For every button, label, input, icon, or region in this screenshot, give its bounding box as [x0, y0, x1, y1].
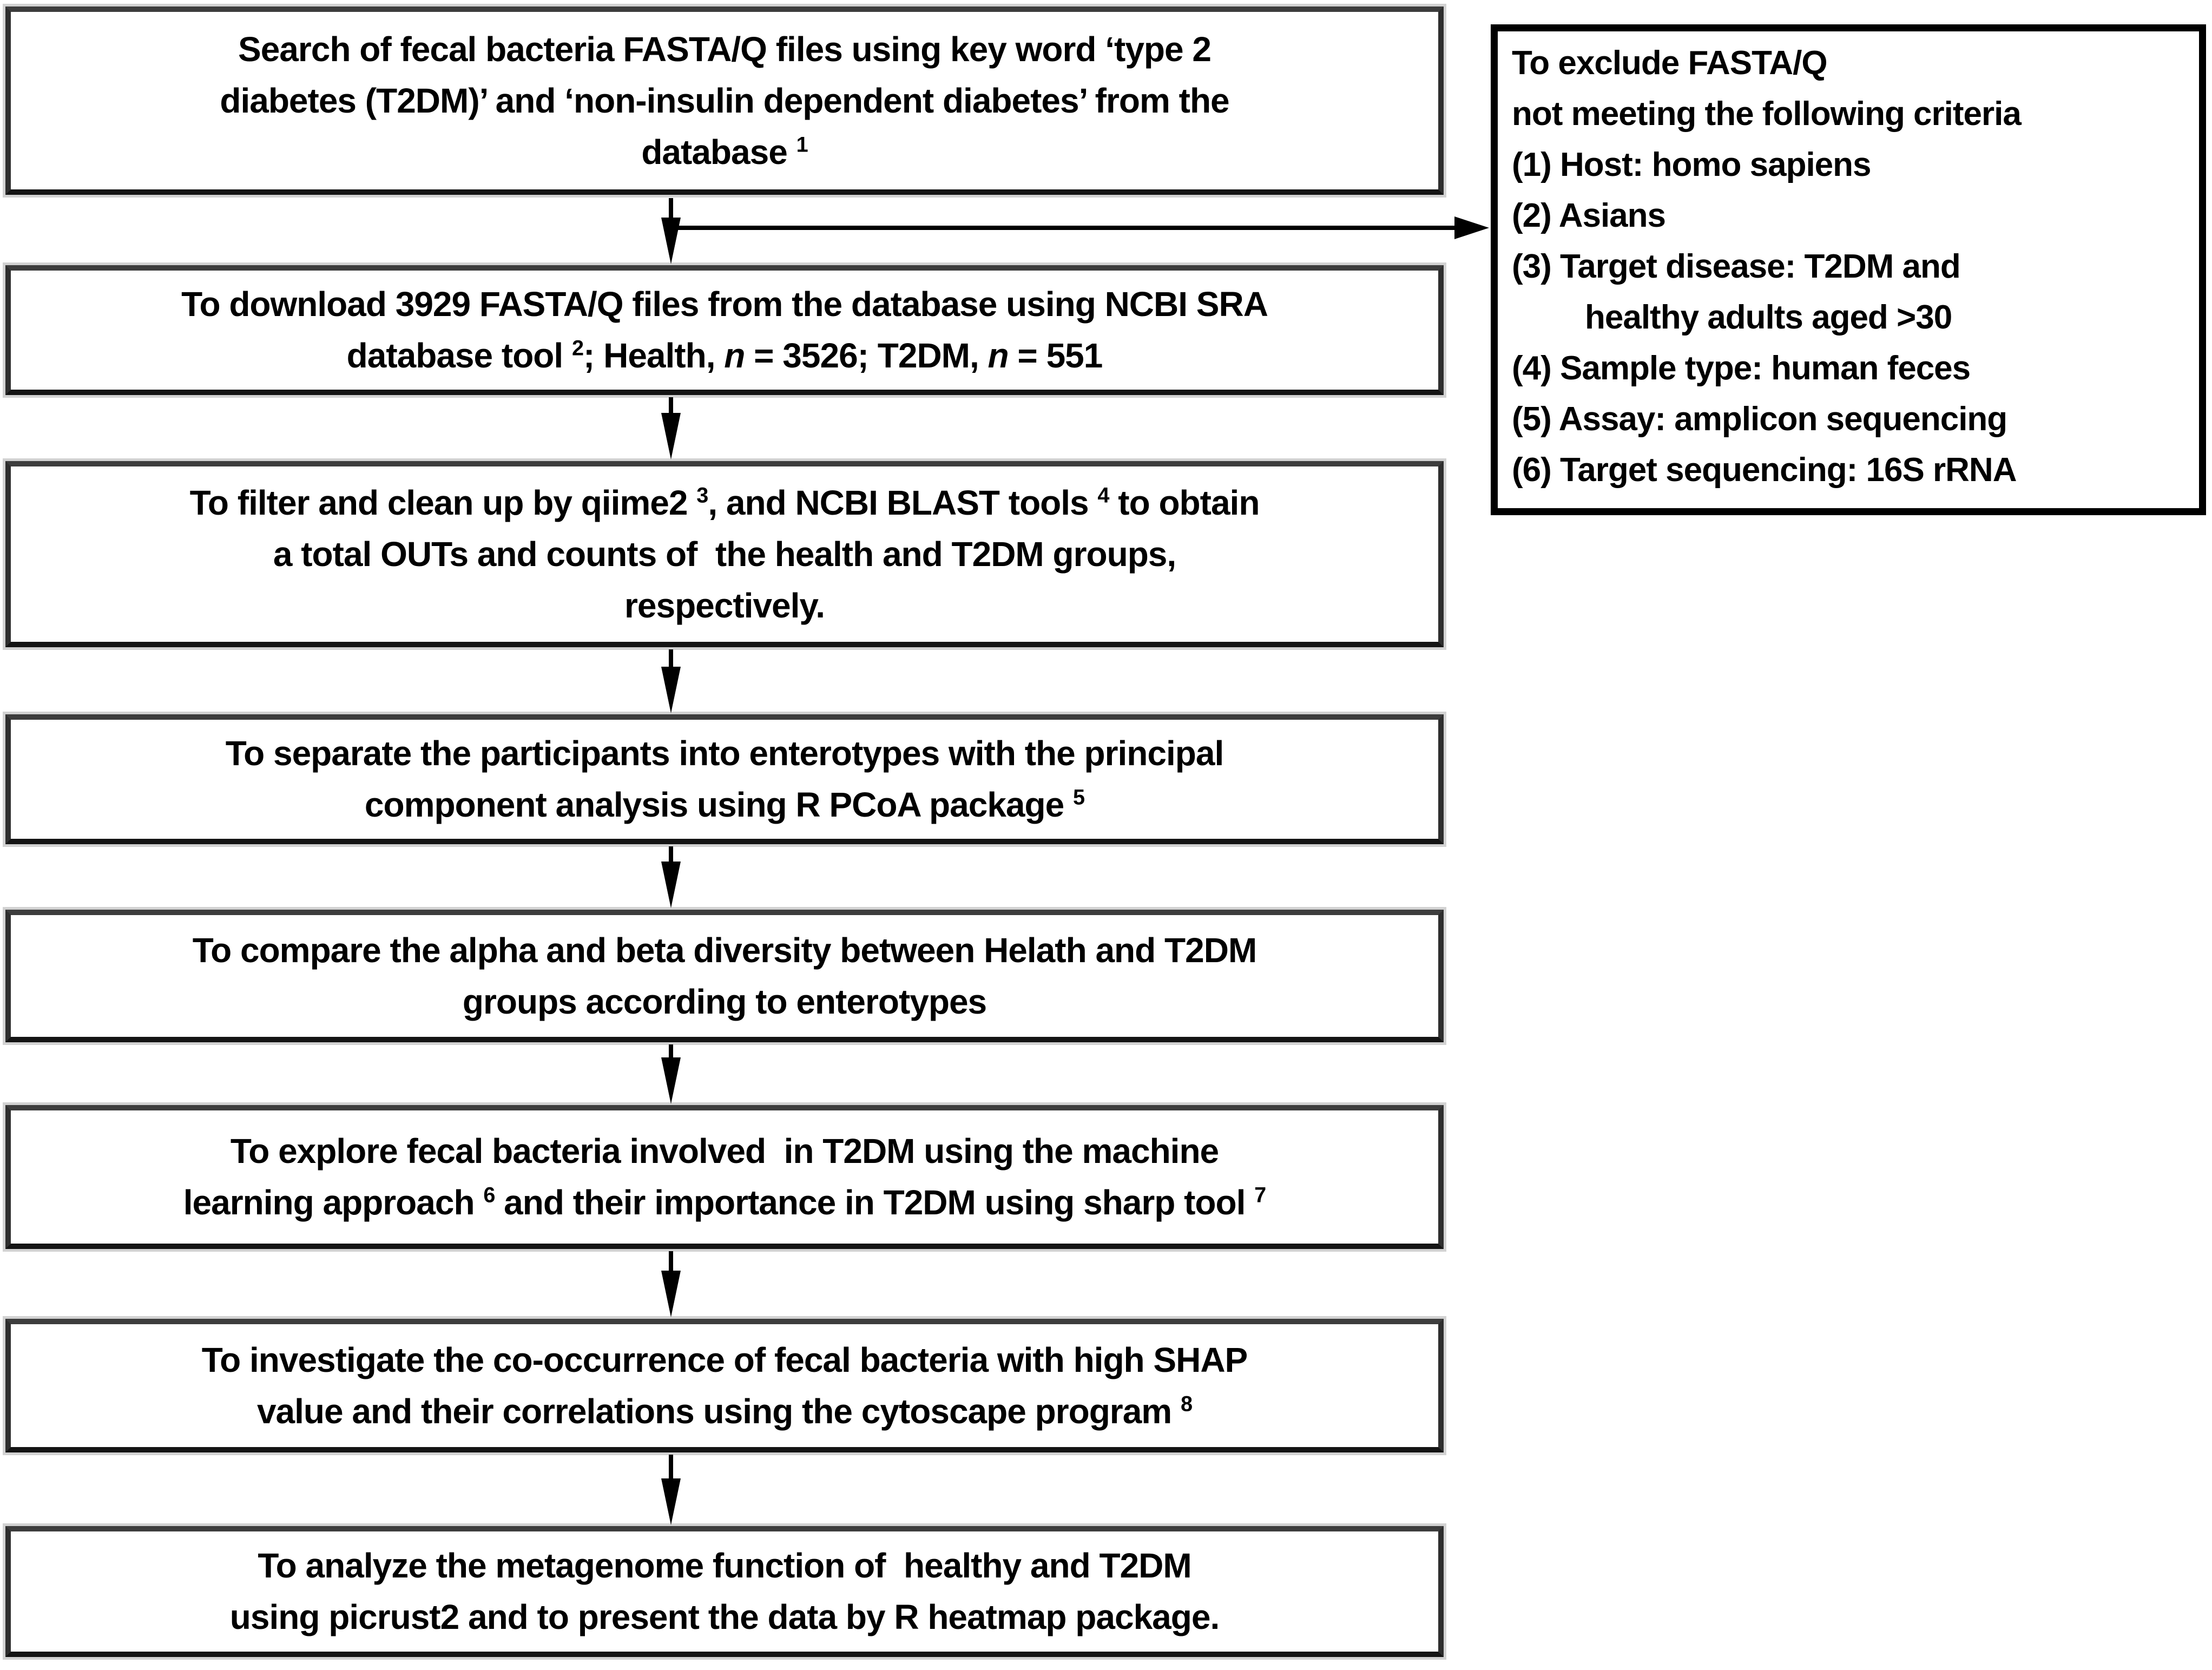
flow-box-download-files: To download 3929 FASTA/Q files from the …	[5, 265, 1444, 395]
flow-box-metagenome-function: To analyze the metagenome function of he…	[5, 1526, 1444, 1657]
flow-box-separate-enterotypes: To separate the participants into entero…	[5, 714, 1444, 844]
flow-box-compare-diversity: To compare the alpha and beta diversity …	[5, 910, 1444, 1042]
down-arrow-4	[661, 846, 681, 908]
down-arrow-3	[661, 649, 681, 713]
down-arrow-7	[661, 1455, 681, 1525]
flow-box-co-occurrence: To investigate the co-occurrence of feca…	[5, 1319, 1444, 1452]
flow-box-filter-clean: To filter and clean up by qiime2 3, and …	[5, 461, 1444, 647]
down-arrow-6	[661, 1251, 681, 1317]
down-arrow-2	[661, 397, 681, 459]
flow-box-search-database: Search of fecal bacteria FASTA/Q files u…	[5, 6, 1444, 195]
branch-arrow-to-exclusion	[671, 216, 1489, 239]
down-arrow-5	[661, 1044, 681, 1104]
flow-box-machine-learning: To explore fecal bacteria involved in T2…	[5, 1105, 1444, 1249]
